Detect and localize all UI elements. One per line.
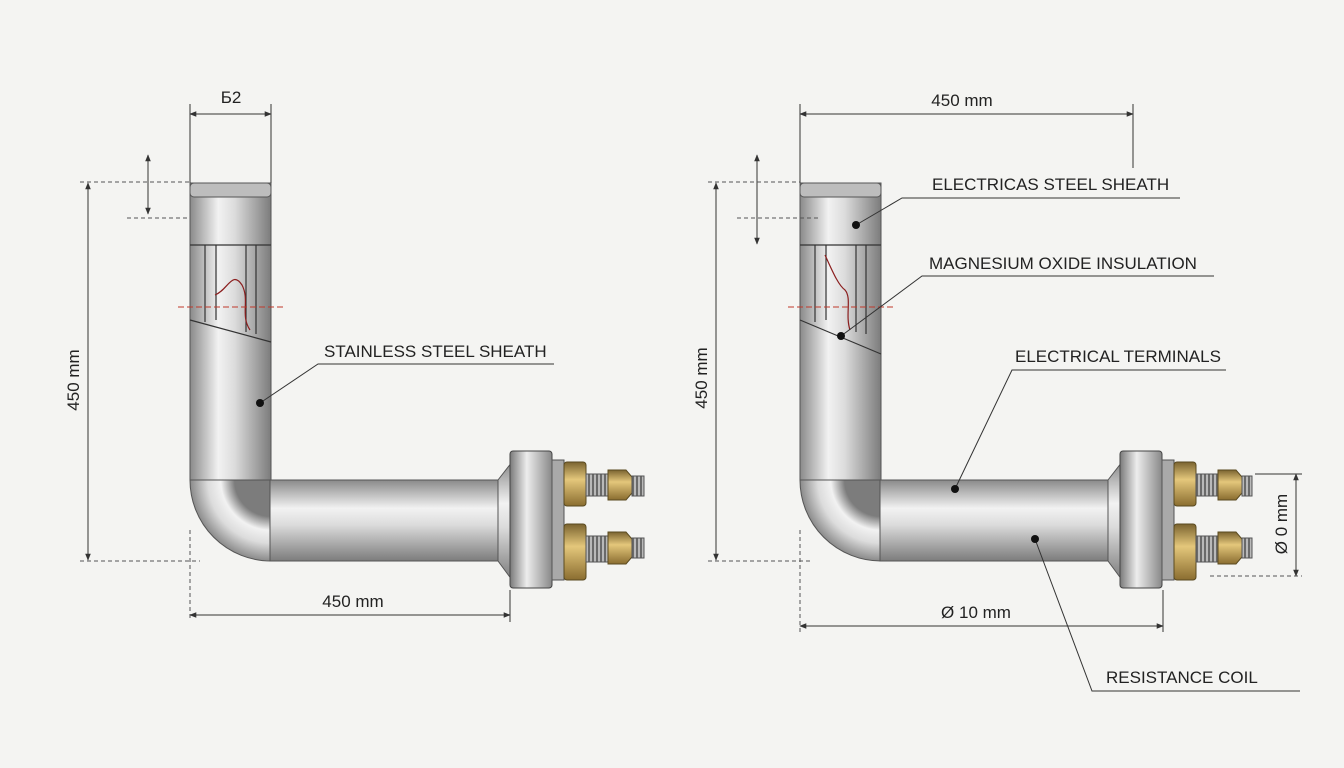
left-dimensions — [80, 104, 511, 622]
left-leader-sheath — [256, 363, 554, 407]
right-pipe-bend — [799, 479, 882, 562]
right-label-coil: RESISTANCE COIL — [1106, 668, 1258, 687]
right-pipe-vertical — [799, 182, 882, 481]
right-leader-coil — [1031, 535, 1300, 692]
left-terminal-upper — [563, 461, 645, 507]
right-dim-height: 450 mm — [692, 347, 711, 408]
right-leader-sheath — [852, 197, 1180, 229]
left-cutaway — [189, 244, 272, 343]
left-dim-top: Б2 — [221, 88, 242, 107]
right-terminal-upper — [1173, 461, 1253, 507]
right-terminal-lower — [1173, 523, 1253, 581]
right-flange — [1119, 450, 1163, 589]
right-dim-terminal: Ø 0 mm — [1272, 494, 1291, 554]
right-dimensions — [708, 104, 1302, 632]
right-leader-insulation — [837, 275, 1214, 340]
right-leader-terminals — [951, 369, 1226, 493]
left-terminal-lower — [563, 523, 645, 581]
left-heating-element — [178, 182, 645, 589]
left-dim-bottom: 450 mm — [322, 592, 383, 611]
right-label-insulation: MAGNESIUM OXIDE INSULATION — [929, 254, 1197, 273]
right-label-terminals: ELECTRICAL TERMINALS — [1015, 347, 1221, 366]
left-flange — [509, 450, 553, 589]
left-label-sheath: STAINLESS STEEL SHEATH — [324, 342, 547, 361]
right-pipe-horizontal — [879, 479, 1111, 562]
left-pipe-bend — [189, 479, 272, 562]
right-dim-bottom: Ø 10 mm — [941, 603, 1011, 622]
right-heating-element — [788, 182, 1253, 589]
right-dim-top: 450 mm — [931, 91, 992, 110]
left-dim-height: 450 mm — [64, 349, 83, 410]
left-pipe-vertical — [189, 182, 272, 481]
right-label-sheath: ELECTRICAS STEEL SHEATH — [932, 175, 1169, 194]
left-pipe-horizontal — [269, 479, 501, 562]
